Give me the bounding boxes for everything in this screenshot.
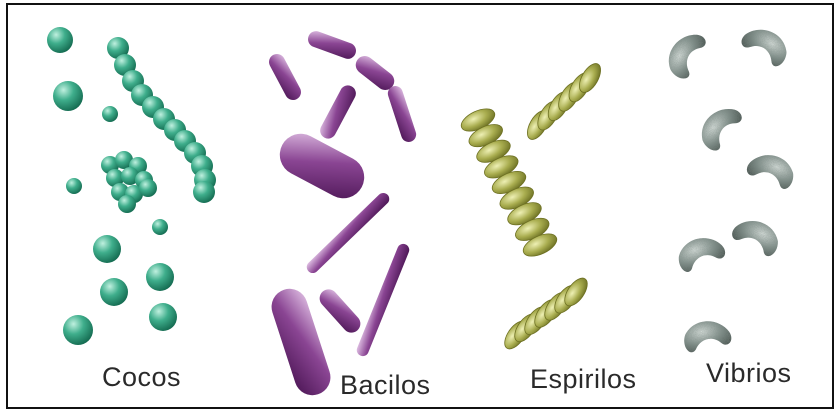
coccus-cell: [100, 278, 128, 306]
vibrio-cell: [681, 317, 732, 353]
coccus-cell: [66, 178, 82, 194]
coccus-cell: [53, 81, 83, 111]
coccus-cell: [93, 235, 121, 263]
cocos-group: [47, 27, 216, 345]
vibrio-cell: [674, 231, 728, 274]
coccus-cell: [152, 219, 168, 235]
coccus-cell: [47, 27, 73, 53]
bacillus-cell: [304, 190, 391, 275]
label-espirilos: Espirilos: [530, 364, 637, 395]
coccus-cluster-cell: [118, 195, 136, 213]
coccus-cell: [63, 315, 93, 345]
bacillus-cell: [316, 286, 364, 337]
label-vibrios: Vibrios: [706, 358, 792, 389]
bacillus-cell: [386, 84, 418, 144]
bacillus-cell: [272, 126, 371, 205]
coccus-cluster-cell: [139, 179, 157, 197]
bacillus-cell: [355, 242, 411, 358]
label-cocos: Cocos: [102, 362, 181, 393]
label-bacilos: Bacilos: [340, 370, 431, 401]
coccus-cell: [149, 303, 177, 331]
vibrio-cell: [729, 213, 784, 259]
espirilos-group: [458, 60, 605, 353]
vibrio-cell: [738, 21, 793, 69]
bacillus-cell: [306, 29, 358, 61]
coccus-cell: [102, 106, 118, 122]
bacilos-group: [266, 29, 418, 400]
bacillus-cell: [266, 51, 304, 103]
coccus-cell: [146, 263, 174, 291]
bacillus-cell: [317, 83, 358, 142]
vibrio-cell: [744, 148, 798, 191]
coccus-chain-cell: [193, 181, 215, 203]
vibrios-group: [661, 21, 798, 353]
vibrio-cell: [661, 27, 709, 82]
vibrio-cell: [694, 99, 746, 153]
